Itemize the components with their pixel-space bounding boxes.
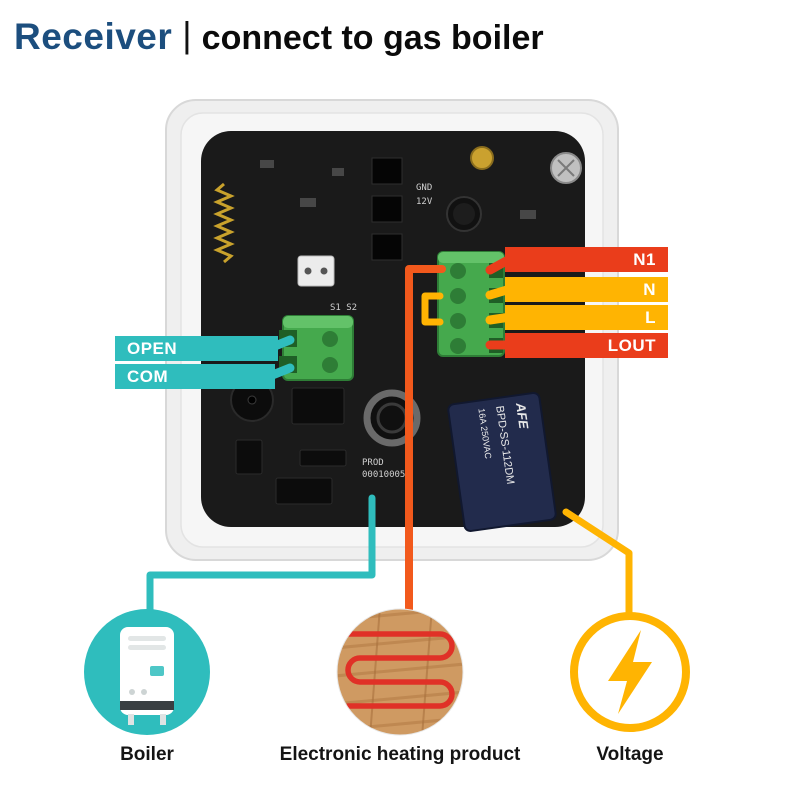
lightning-bolt-icon — [608, 630, 652, 714]
wire-to-boiler — [146, 494, 376, 614]
wire-label-lout: LOUT — [505, 333, 668, 358]
page-title: Receiver | connect to gas boiler — [14, 14, 544, 58]
silk-prod: PROD — [362, 458, 384, 468]
wire-to-heating — [405, 265, 446, 616]
wire-label-com: COM — [115, 364, 275, 389]
ic-chip — [275, 477, 333, 505]
heating-cable-icon — [345, 631, 455, 709]
antenna-coil-icon — [213, 182, 235, 264]
boiler-icon — [84, 609, 210, 735]
relay: AFE BPD-SS-112DM 16A 250VAC — [447, 391, 557, 533]
wire-label-n: N — [505, 277, 668, 302]
wire-yellow-elbow — [421, 292, 444, 326]
wire-label-n1: N1 — [505, 247, 668, 272]
wire-label-open: OPEN — [115, 336, 278, 361]
ic-chip — [235, 439, 263, 475]
wire-to-voltage — [562, 508, 633, 616]
connector-icon — [297, 255, 335, 287]
title-primary: Receiver — [14, 16, 173, 57]
relay-brand: AFE — [513, 401, 532, 430]
heating-product-photo — [336, 608, 464, 736]
pcb-components: GND 12V S1 S2 — [213, 146, 582, 533]
silk-serial: 00010005 — [362, 470, 405, 480]
legend-label-heating: Electronic heating product — [279, 744, 521, 765]
legend-icons — [84, 608, 690, 736]
legend-label-voltage: Voltage — [596, 744, 664, 765]
terminal-block-left — [279, 315, 354, 381]
receiver-device: GND 12V S1 S2 — [165, 99, 619, 561]
gold-screw-icon — [470, 146, 494, 170]
title-separator: | — [182, 14, 192, 55]
silk-s1s2: S1 S2 — [330, 303, 357, 313]
silk-12v: 12V — [416, 197, 433, 207]
ic-chip — [299, 449, 347, 467]
title-secondary: connect to gas boiler — [201, 19, 544, 57]
voltage-icon — [570, 612, 690, 732]
ic-chip — [291, 387, 345, 425]
silk-gnd: GND — [416, 183, 432, 193]
mount-ring-icon — [363, 389, 421, 447]
legend-label-boiler: Boiler — [120, 744, 174, 765]
wire-label-l: L — [505, 305, 668, 330]
